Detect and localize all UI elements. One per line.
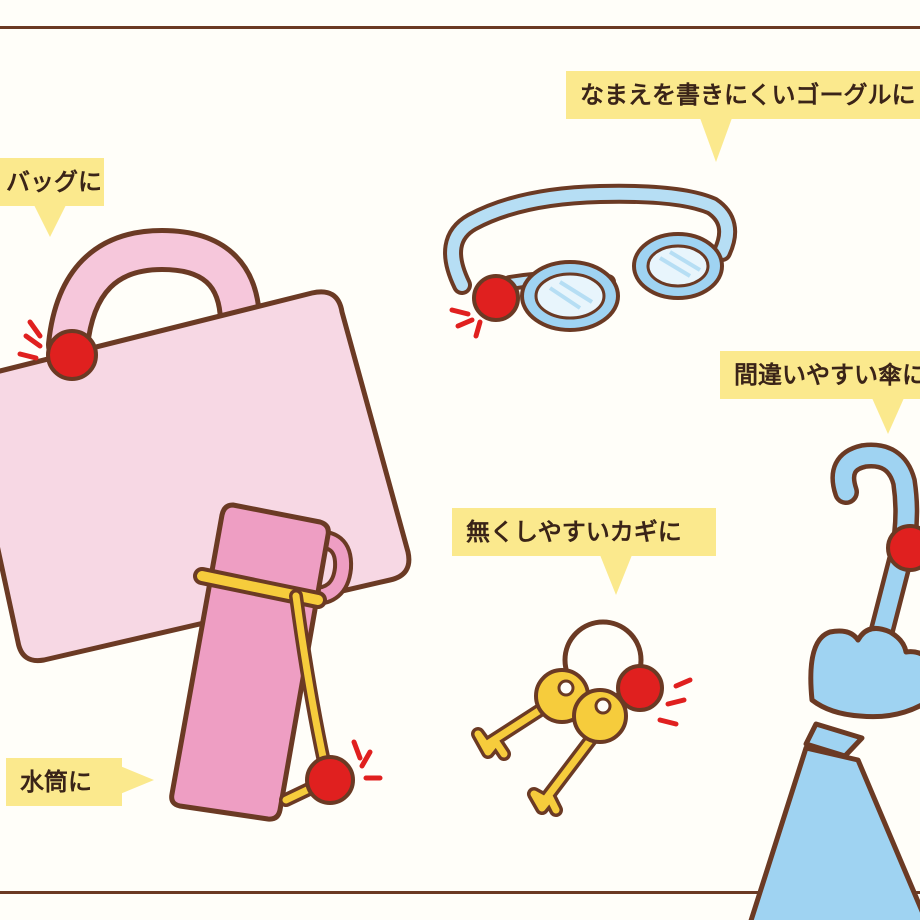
keys-callout-tail: [600, 555, 632, 595]
goggles-label-callout: なまえを書きにくいゴーグルに: [566, 71, 920, 119]
bottle-label: 水筒に: [20, 768, 92, 796]
keys-label: 無くしやすいカギに: [466, 518, 682, 546]
bottom-border-line: [0, 891, 920, 894]
keys-icon: [471, 619, 644, 817]
bag-label-callout: バッグに: [0, 158, 104, 206]
umbrella-icon: [748, 442, 920, 920]
red-tag-marker-icon: [17, 274, 920, 805]
bottle-callout-tail: [120, 766, 154, 794]
swim-goggles-icon: [443, 183, 738, 332]
bag-callout-tail: [34, 205, 66, 237]
goggles-callout-tail: [700, 118, 732, 162]
keys-label-callout: 無くしやすいカギに: [452, 508, 716, 556]
umbrella-label: 間違いやすい傘に: [734, 361, 920, 389]
top-border-line: [0, 26, 920, 29]
bag-label: バッグに: [6, 168, 102, 196]
umbrella-callout-tail: [872, 398, 904, 434]
goggles-label: なまえを書きにくいゴーグルに: [580, 81, 916, 109]
umbrella-label-callout: 間違いやすい傘に: [720, 351, 920, 399]
bottle-label-callout: 水筒に: [6, 758, 122, 806]
